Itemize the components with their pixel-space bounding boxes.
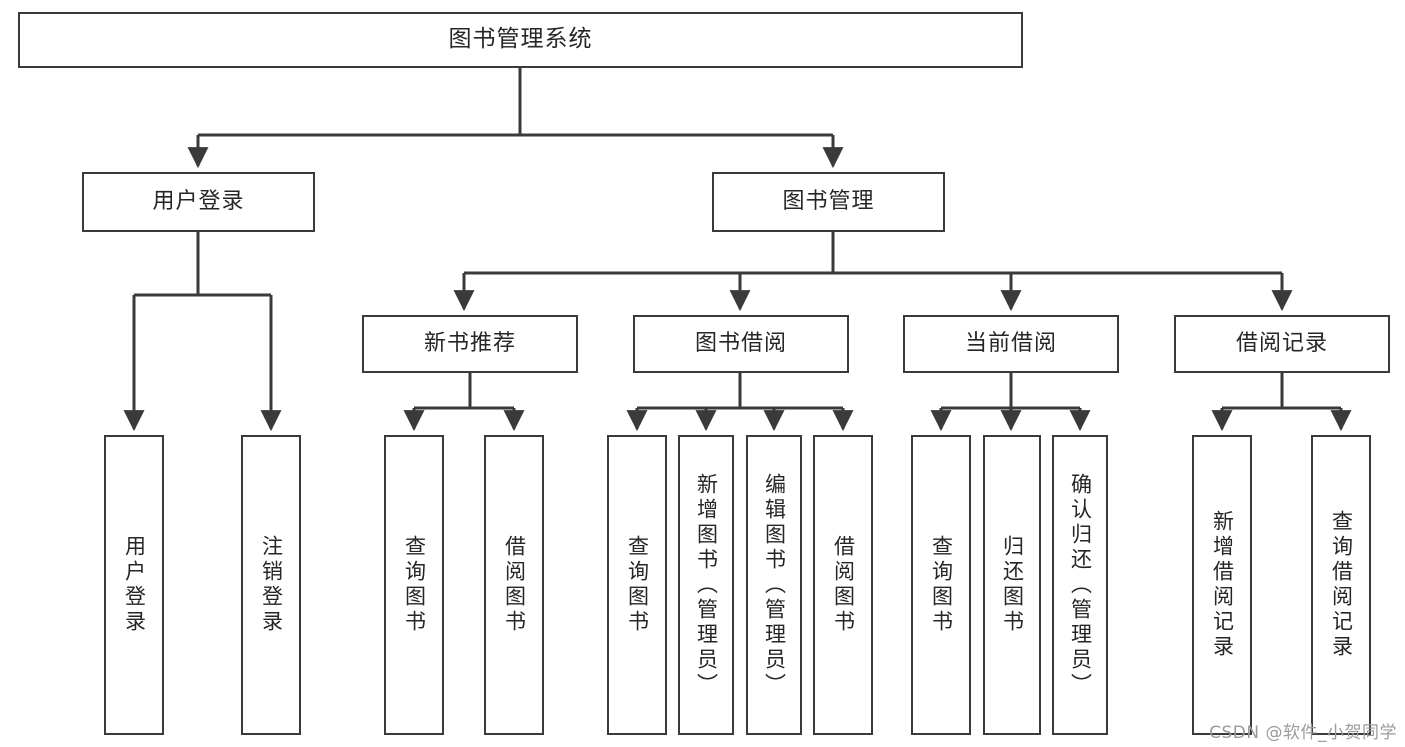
leaf-label: 查询借阅记录 bbox=[1329, 510, 1354, 660]
leaf-label: 编辑图书（管理员） bbox=[762, 472, 787, 698]
node-user-login[interactable]: 用户登录 bbox=[82, 172, 315, 232]
node-label: 当前借阅 bbox=[964, 330, 1057, 356]
node-root-book-management-system[interactable]: 图书管理系统 bbox=[18, 12, 1023, 68]
leaf-borrow-add-book-admin[interactable]: 新增图书（管理员） bbox=[678, 435, 734, 735]
node-label: 新书推荐 bbox=[423, 330, 516, 356]
leaf-record-add-borrow-record[interactable]: 新增借阅记录 bbox=[1192, 435, 1252, 735]
node-label: 图书管理 bbox=[782, 188, 875, 214]
node-label: 借阅记录 bbox=[1235, 330, 1328, 356]
leaf-label: 查询图书 bbox=[929, 535, 954, 635]
leaf-label: 查询图书 bbox=[625, 535, 650, 635]
leaf-borrow-borrow-book[interactable]: 借阅图书 bbox=[813, 435, 873, 735]
leaf-label: 用户登录 bbox=[122, 535, 147, 635]
node-current-borrow[interactable]: 当前借阅 bbox=[903, 315, 1119, 373]
leaf-label: 查询图书 bbox=[402, 535, 427, 635]
leaf-label: 注销登录 bbox=[259, 535, 284, 635]
node-label: 图书借阅 bbox=[694, 330, 787, 356]
node-book-borrow[interactable]: 图书借阅 bbox=[633, 315, 849, 373]
leaf-current-query-book[interactable]: 查询图书 bbox=[911, 435, 971, 735]
leaf-recommend-query-book[interactable]: 查询图书 bbox=[384, 435, 444, 735]
leaf-user-logout[interactable]: 注销登录 bbox=[241, 435, 301, 735]
leaf-label: 确认归还（管理员） bbox=[1068, 472, 1093, 698]
node-book-management[interactable]: 图书管理 bbox=[712, 172, 945, 232]
node-label: 图书管理系统 bbox=[448, 26, 593, 53]
leaf-record-query-borrow-record[interactable]: 查询借阅记录 bbox=[1311, 435, 1371, 735]
leaf-label: 借阅图书 bbox=[831, 535, 856, 635]
leaf-user-login[interactable]: 用户登录 bbox=[104, 435, 164, 735]
node-borrow-record[interactable]: 借阅记录 bbox=[1174, 315, 1390, 373]
leaf-label: 新增借阅记录 bbox=[1210, 510, 1235, 660]
leaf-label: 归还图书 bbox=[1000, 535, 1025, 635]
leaf-label: 借阅图书 bbox=[502, 535, 527, 635]
leaf-recommend-borrow-book[interactable]: 借阅图书 bbox=[484, 435, 544, 735]
leaf-borrow-edit-book-admin[interactable]: 编辑图书（管理员） bbox=[746, 435, 802, 735]
leaf-current-confirm-return-admin[interactable]: 确认归还（管理员） bbox=[1052, 435, 1108, 735]
csdn-watermark: CSDN @软件_小贺同学 bbox=[1209, 723, 1397, 743]
node-new-book-recommend[interactable]: 新书推荐 bbox=[362, 315, 578, 373]
leaf-borrow-query-book[interactable]: 查询图书 bbox=[607, 435, 667, 735]
node-label: 用户登录 bbox=[152, 188, 245, 214]
leaf-current-return-book[interactable]: 归还图书 bbox=[983, 435, 1041, 735]
leaf-label: 新增图书（管理员） bbox=[694, 472, 719, 698]
